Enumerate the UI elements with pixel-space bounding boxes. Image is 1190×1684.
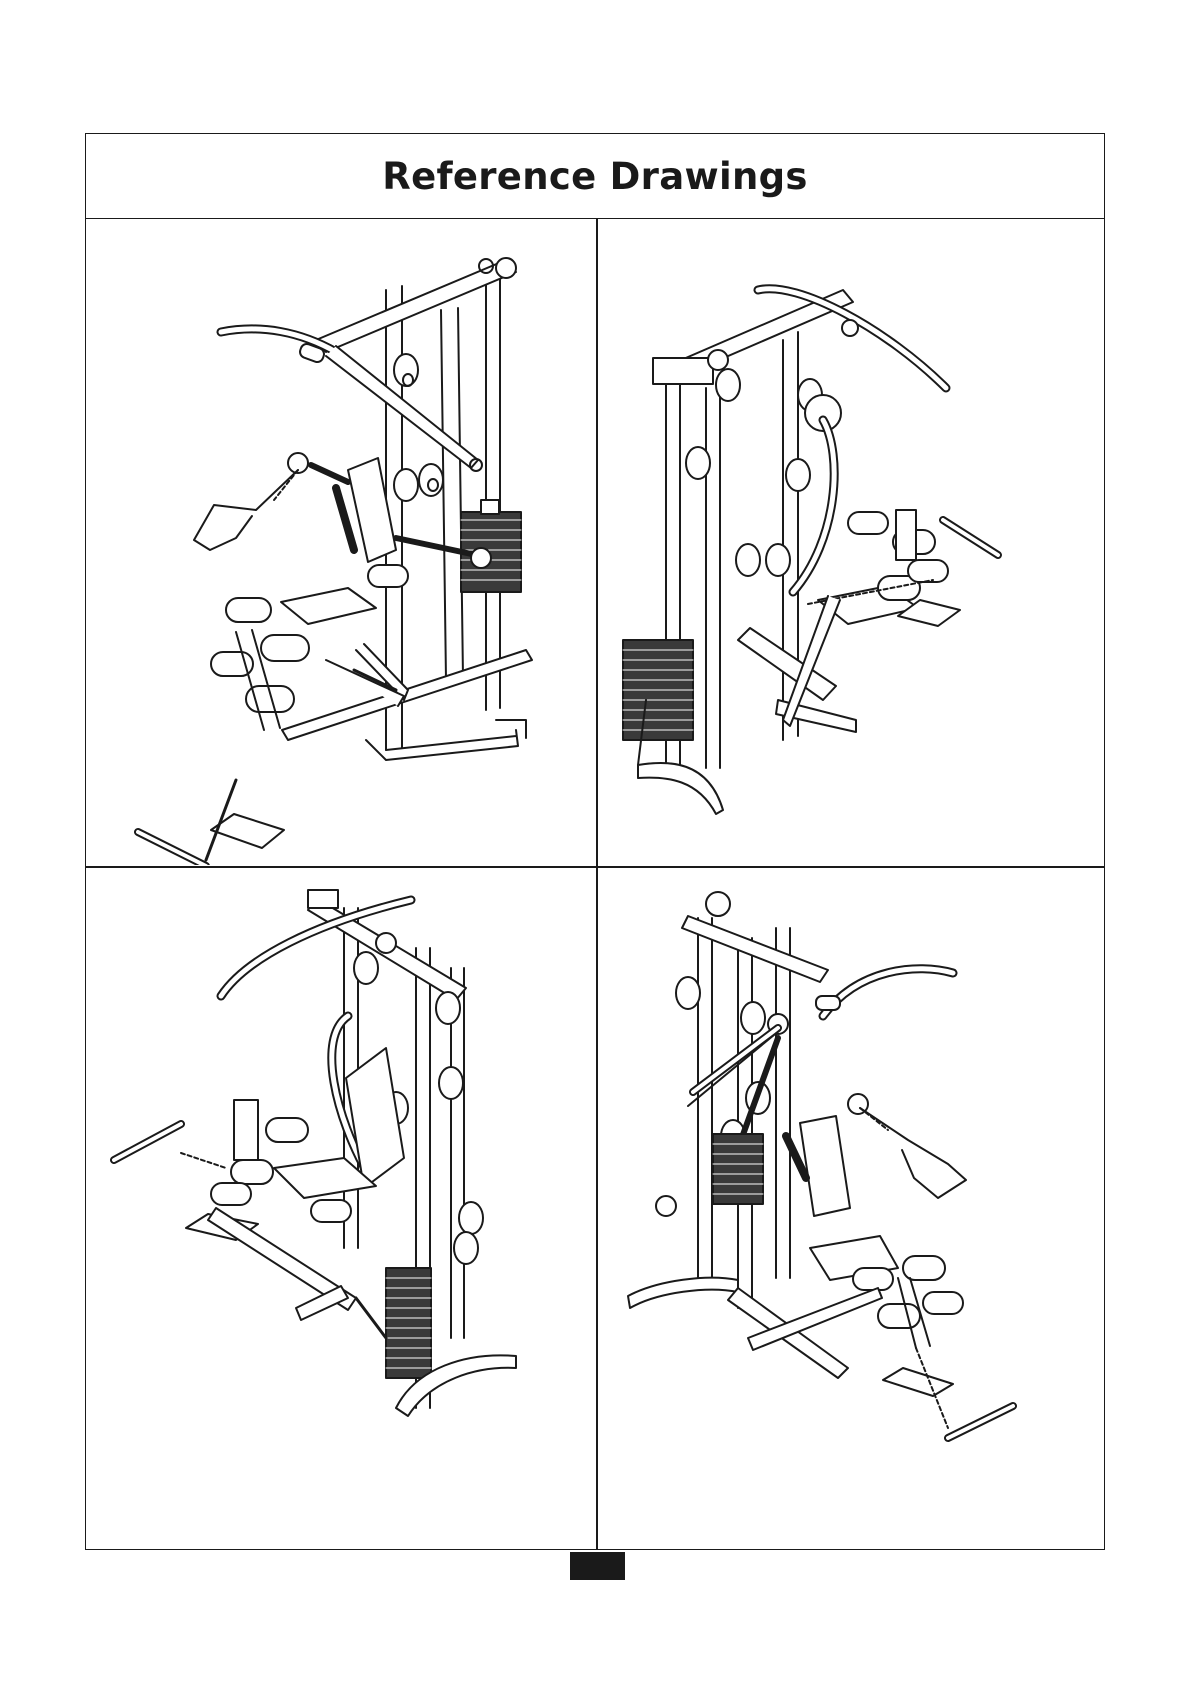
page-title: Reference Drawings (382, 155, 807, 198)
home-gym-illustration-1 (86, 220, 595, 865)
drawing-rear-left (86, 868, 595, 1549)
home-gym-illustration-3 (86, 868, 595, 1549)
home-gym-illustration-4 (598, 868, 1104, 1549)
page-number-tab (570, 1552, 625, 1580)
home-gym-illustration-2 (598, 220, 1104, 865)
drawing-front-left (86, 220, 595, 865)
reference-drawings-frame: Reference Drawings (85, 133, 1105, 1550)
drawing-rear-right (598, 220, 1104, 865)
drawing-front-right (598, 868, 1104, 1549)
title-row: Reference Drawings (86, 134, 1104, 219)
